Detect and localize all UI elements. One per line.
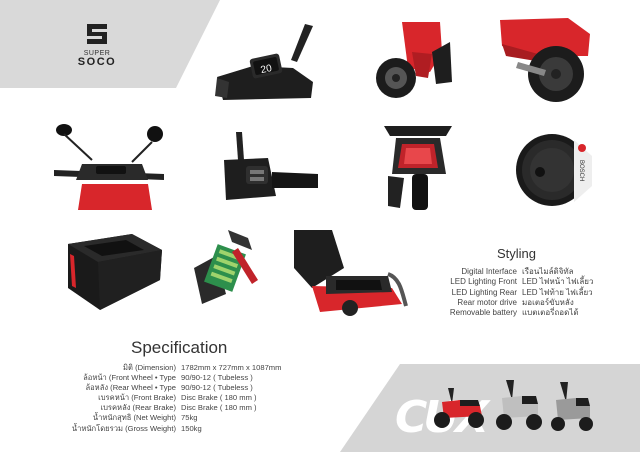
spec-value: 1782mm x 727mm x 1087mm	[181, 363, 282, 372]
styling-value: LED ไฟท้าย ไฟเลี้ยว	[522, 287, 593, 297]
styling-label: LED Lighting Front	[450, 277, 517, 287]
spec-label: ล้อหน้า (Front Wheel • Type	[83, 373, 176, 383]
spec-row: น้ำหนักสุทธิ (Net Weight) 75kg	[46, 413, 281, 423]
spec-value: 150kg	[181, 423, 202, 433]
photo-front-wheel	[372, 22, 452, 102]
spec-value: Disc Brake ( 180 mm )	[181, 403, 257, 413]
dashboard-speed-text: 20	[260, 63, 274, 76]
spec-label: ล้อหลัง (Rear Wheel • Type	[85, 383, 176, 393]
photo-digital-dashboard: 20	[213, 22, 316, 102]
photo-rear-motor	[498, 16, 596, 106]
spec-row: น้ำหนักโดยรวม (Gross Weight) 150kg	[46, 424, 281, 434]
scooter-silver-image	[550, 380, 596, 432]
spec-row: ล้อหน้า (Front Wheel • Type 90/90-12 ( T…	[46, 373, 281, 383]
bosch-label-text: BOSCH	[578, 160, 584, 181]
styling-feature-list: Digital Interface เรือนไมล์ดิจิทัล LED L…	[438, 267, 594, 318]
spec-value: 90/90-12 ( Tubeless )	[181, 383, 253, 393]
top-left-gray-band	[0, 0, 220, 88]
photo-seat-storage	[292, 228, 408, 318]
styling-label: LED Lighting Rear	[451, 287, 517, 297]
styling-row: Digital Interface เรือนไมล์ดิจิทัล	[438, 267, 593, 277]
styling-row: Rear motor drive มอเตอร์ขับหลัง	[438, 298, 593, 308]
photo-battery	[64, 232, 164, 312]
spec-label: มิติ (Dimension)	[123, 363, 176, 372]
spec-value: Disc Brake ( 180 mm )	[181, 393, 257, 403]
spec-value: 75kg	[181, 413, 198, 423]
photo-battery-cells	[192, 228, 260, 308]
spec-value: 90/90-12 ( Tubeless )	[181, 373, 253, 383]
spec-row: มิติ (Dimension) 1782mm x 727mm x 1087mm	[46, 363, 281, 373]
specification-list: มิติ (Dimension) 1782mm x 727mm x 1087mm…	[46, 363, 282, 434]
brand-bottom-text: SOCO	[77, 56, 117, 68]
super-soco-logo: SUPER SOCO	[62, 22, 132, 68]
styling-label: Removable battery	[449, 308, 517, 318]
scooter-gray-image	[494, 378, 544, 432]
spec-row: เบรคหน้า (Front Brake) Disc Brake ( 180 …	[46, 393, 281, 403]
styling-title: Styling	[497, 246, 537, 261]
spec-label: เบรคหน้า (Front Brake)	[98, 393, 176, 403]
photo-bosch-motor: BOSCH	[512, 132, 596, 208]
soco-s-logo-icon	[87, 24, 107, 44]
spec-label: น้ำหนักสุทธิ (Net Weight)	[92, 413, 176, 423]
styling-row: LED Lighting Rear LED ไฟท้าย ไฟเลี้ยว	[438, 288, 593, 298]
styling-label: Rear motor drive	[457, 297, 517, 307]
styling-row: LED Lighting Front LED ไฟหน้า ไฟเลี้ยว	[438, 277, 593, 287]
spec-label: น้ำหนักโดยรวม (Gross Weight)	[71, 423, 176, 433]
styling-value: มอเตอร์ขับหลัง	[522, 297, 574, 307]
photo-handlebar	[52, 122, 167, 210]
specification-title: Specification	[131, 338, 228, 357]
styling-row: Removable battery แบตเตอรี่ถอดได้	[438, 308, 593, 318]
brand-top-text: SUPER	[83, 50, 111, 57]
scooter-red-image	[430, 384, 486, 430]
styling-value: แบตเตอรี่ถอดได้	[522, 308, 579, 318]
spec-row: เบรคหลัง (Rear Brake) Disc Brake ( 180 m…	[46, 403, 281, 413]
spec-label: เบรคหลัง (Rear Brake)	[100, 403, 176, 413]
styling-label: Digital Interface	[461, 267, 517, 276]
styling-value: LED ไฟหน้า ไฟเลี้ยว	[522, 277, 594, 287]
styling-value: เรือนไมล์ดิจิทัล	[522, 267, 574, 276]
spec-row: ล้อหลัง (Rear Wheel • Type 90/90-12 ( Tu…	[46, 383, 281, 393]
photo-switch-grip	[222, 130, 320, 202]
photo-rear-led	[382, 124, 460, 212]
